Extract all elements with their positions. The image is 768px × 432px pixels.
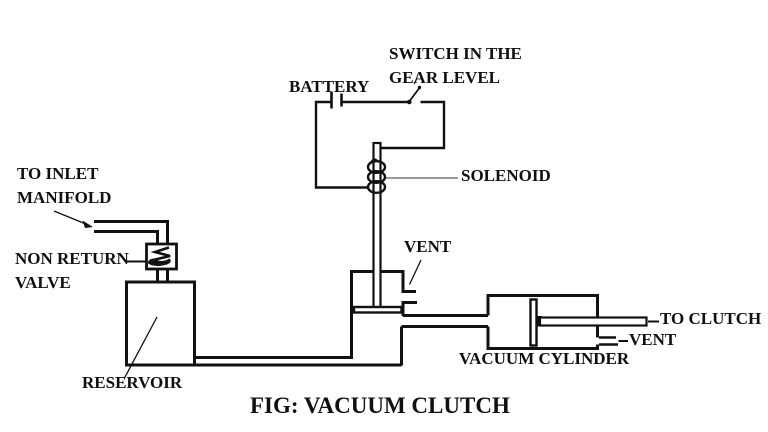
non-return-valve-label-line2: VALVE — [15, 273, 71, 292]
inlet-manifold-label: TO INLET MANIFOLD — [17, 165, 111, 206]
cylinder-vent-stub — [599, 336, 618, 346]
switch-label-line1: SWITCH IN THE — [389, 44, 522, 63]
cylinder-upper-shell — [486, 294, 599, 317]
solenoid-label: SOLENOID — [461, 166, 551, 185]
switch-tip-dot — [417, 85, 422, 90]
battery-label: BATTERY — [289, 77, 370, 96]
valve-vent-label: VENT — [404, 237, 452, 256]
piston-rod — [538, 316, 648, 327]
switch-leader-line — [413, 79, 417, 85]
control-valve-chamber — [350, 270, 488, 359]
valve-disc-plate — [352, 305, 403, 314]
switch-pivot-dot — [407, 99, 412, 105]
solenoid-coil — [366, 158, 387, 194]
vacuum-cylinder-body — [486, 294, 599, 350]
coil-turn-3 — [366, 179, 387, 194]
battery-symbol — [330, 91, 343, 109]
coil-turn-1 — [366, 159, 387, 174]
inlet-manifold-label-line1: TO INLET — [17, 164, 99, 183]
non-return-valve-label-line1: NON RETURN — [15, 249, 129, 268]
vacuum-cylinder-label: VACUUM CYLINDER — [459, 349, 630, 368]
inlet-arrow-line — [53, 210, 88, 226]
reservoir-tank — [125, 280, 196, 367]
vent-valve-leader-line — [408, 259, 422, 285]
chamber-vent-lower-lip — [401, 301, 417, 316]
figure-title: FIG: VACUUM CLUTCH — [250, 393, 510, 418]
to-clutch-label: TO CLUTCH — [660, 309, 762, 328]
switch-label: SWITCH IN THE GEAR LEVEL — [389, 45, 522, 86]
wire-switch-to-rod — [381, 100, 446, 150]
reservoir-label: RESERVOIR — [82, 373, 183, 392]
inlet-pipe-top — [94, 220, 169, 244]
solenoid-plunger-rod — [372, 141, 382, 311]
switch-blade — [409, 87, 420, 102]
non-return-valve-symbol — [145, 242, 178, 271]
inlet-pipe-bottom — [94, 230, 159, 244]
cylinder-lower-shell — [486, 326, 599, 350]
non-return-valve-spring — [150, 246, 171, 262]
non-return-valve-seat — [147, 258, 171, 266]
circuit-wiring — [314, 100, 446, 189]
switch-symbol — [407, 79, 422, 105]
reservoir-leader-line — [123, 316, 158, 379]
chamber-right-wall-upper-vent-lip — [401, 270, 416, 293]
coil-turn-2 — [366, 169, 387, 184]
cylinder-vent-label: VENT — [629, 330, 677, 349]
non-return-valve-label: NON RETURN VALVE — [15, 250, 129, 291]
inlet-manifold-label-line2: MANIFOLD — [17, 188, 112, 207]
inlet-arrowhead — [82, 220, 93, 228]
piston-plate — [529, 298, 538, 347]
leader-lines — [53, 177, 659, 379]
switch-label-line2: GEAR LEVEL — [389, 68, 500, 87]
wire-battery-to-coil — [314, 100, 368, 189]
